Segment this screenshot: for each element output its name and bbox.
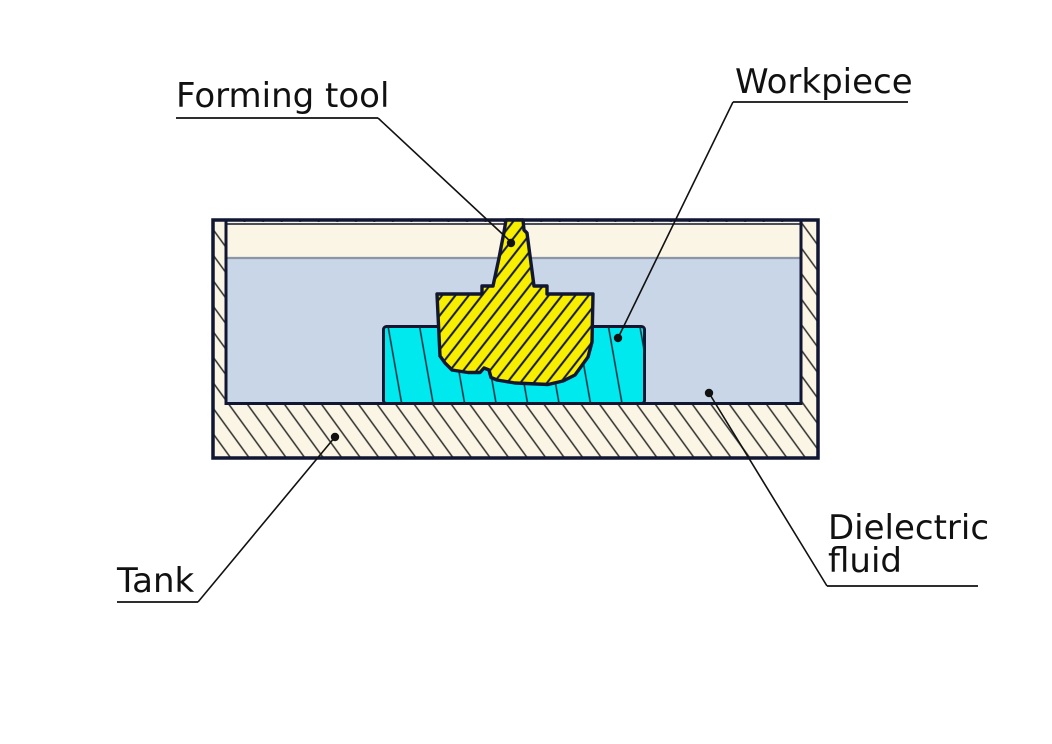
dielectric-fluid-label-line2: fluid <box>828 541 902 581</box>
forming-tool-leader <box>377 117 512 243</box>
dielectric-fluid-label-line1: Dielectric <box>828 508 989 548</box>
workpiece-dot <box>613 333 623 343</box>
workpiece-leader <box>617 101 734 339</box>
tank-dot <box>330 432 340 442</box>
forming-tool-dot <box>506 238 516 248</box>
tank-leader <box>197 436 336 603</box>
dielectric-fluid-dot <box>704 388 714 398</box>
workpiece-label: Workpiece <box>735 62 913 102</box>
annotations <box>117 101 978 603</box>
dielectric-fluid-leader <box>708 392 828 587</box>
forming-tool-label: Forming tool <box>176 76 389 116</box>
tank-label: Tank <box>116 561 195 601</box>
labels: Forming tool Workpiece Tank Dielectric f… <box>116 62 989 601</box>
tool-outline <box>435 218 595 387</box>
